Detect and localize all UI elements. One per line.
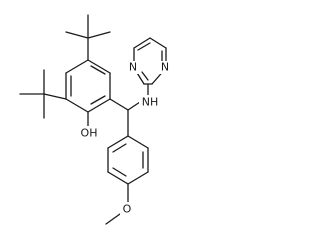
atom-labels: OH NH N N O bbox=[78, 61, 171, 216]
phenol-ring bbox=[65, 59, 111, 113]
methoxyphenyl-ring bbox=[107, 135, 149, 185]
methoxy-group bbox=[105, 183, 129, 225]
pyrimidine-nitrogen-2-label: N bbox=[161, 61, 169, 74]
pyrimidine-nitrogen-1-label: N bbox=[129, 61, 137, 74]
methoxy-oxygen-label: O bbox=[123, 203, 132, 216]
bridge-bonds bbox=[109, 98, 141, 137]
tert-butyl-left bbox=[19, 69, 67, 119]
hydroxyl-label: OH bbox=[81, 127, 98, 140]
structure-diagram: OH NH N N O bbox=[19, 14, 171, 225]
tert-butyl-top bbox=[65, 14, 111, 61]
amine-label: NH bbox=[142, 96, 159, 109]
